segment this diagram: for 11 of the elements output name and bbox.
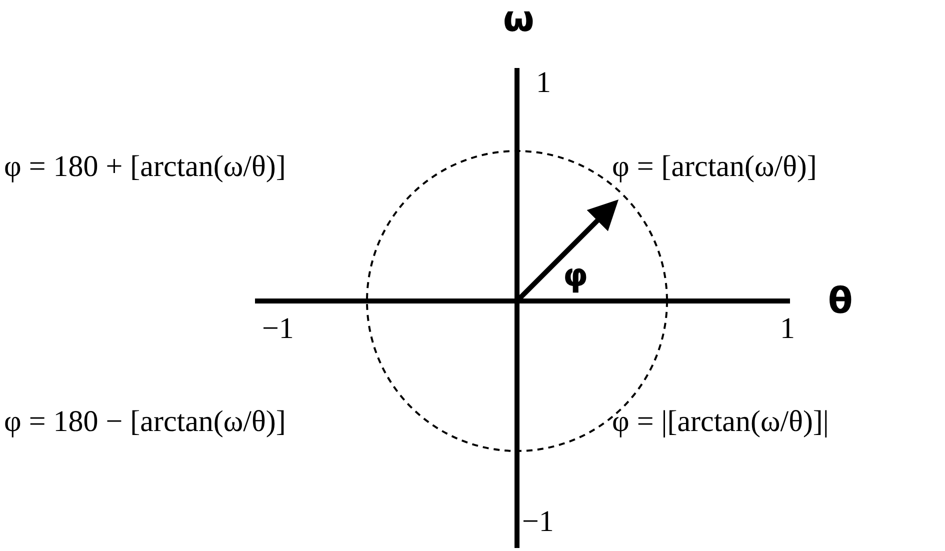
formula: φ = 180 − [arctan(ω/θ)] xyxy=(4,405,286,438)
tick-label: −1 xyxy=(262,312,294,345)
axis-label: ω xyxy=(503,0,534,40)
tick-label: 1 xyxy=(536,66,551,99)
angle-label: φ xyxy=(563,258,588,294)
tick-label: 1 xyxy=(780,312,795,345)
tick-label: −1 xyxy=(522,505,554,538)
formula: φ = 180 + [arctan(ω/θ)] xyxy=(4,150,286,183)
axis-label: θ xyxy=(828,282,853,322)
formula: φ = [arctan(ω/θ)] xyxy=(612,150,817,183)
formula: φ = |[arctan(ω/θ)]| xyxy=(612,405,829,438)
